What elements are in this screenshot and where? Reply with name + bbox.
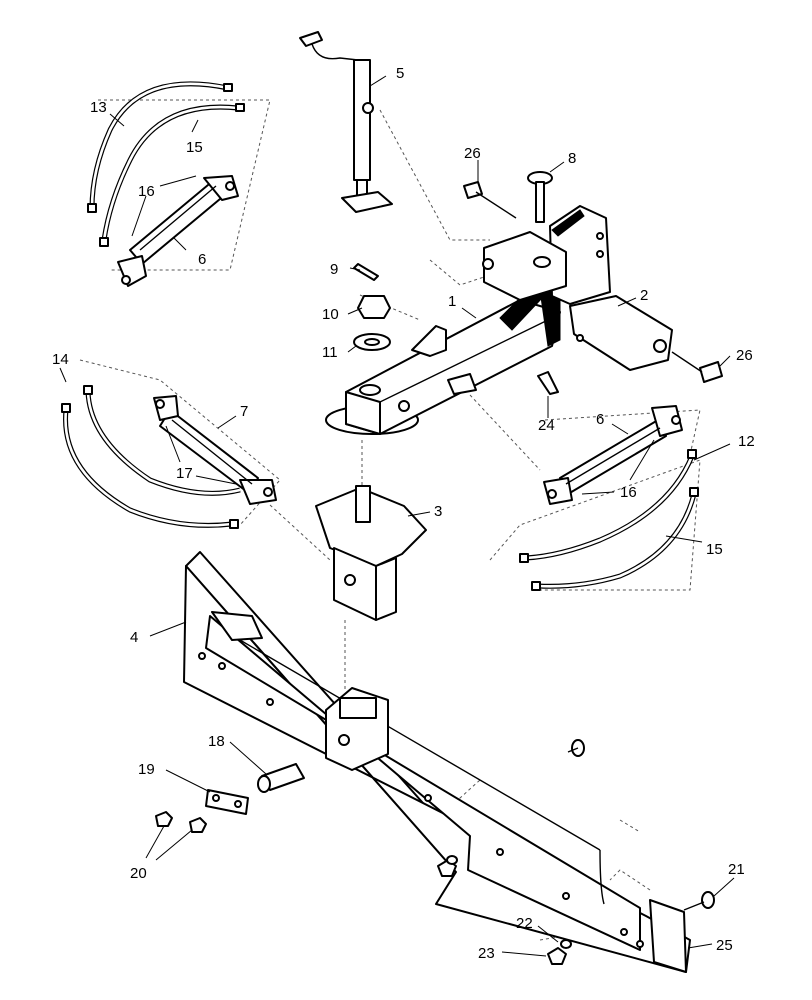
callout-1: 1 <box>448 293 456 310</box>
callout-13: 13 <box>90 99 107 116</box>
callout-19: 19 <box>138 761 155 778</box>
hitch-bracket <box>482 205 673 371</box>
leader-lines <box>59 75 735 957</box>
callout-12: 12 <box>738 433 755 450</box>
callout-23: 23 <box>478 945 495 962</box>
callout-24: 24 <box>538 417 555 434</box>
hoses-top-left <box>87 81 245 247</box>
callout-22: 22 <box>516 915 533 932</box>
callout-25: 25 <box>716 937 733 954</box>
callout-5: 5 <box>396 65 404 82</box>
callout-6-upper: 6 <box>198 251 206 268</box>
hydraulic-cylinder-left <box>153 395 277 505</box>
callout-10: 10 <box>322 306 339 323</box>
callout-20: 20 <box>130 865 147 882</box>
jack-stand <box>299 31 393 213</box>
callout-18: 18 <box>208 733 225 750</box>
callout-labels: 5 13 15 16 6 26 8 9 10 11 1 2 26 24 14 7… <box>52 65 755 962</box>
callout-2: 2 <box>640 287 648 304</box>
hoses-right <box>519 449 699 591</box>
hoses-left <box>61 385 241 529</box>
callout-9: 9 <box>330 261 338 278</box>
clip-pin <box>537 371 559 395</box>
hitch-pins <box>463 181 723 383</box>
callout-26-upper: 26 <box>464 145 481 162</box>
dozer-blade <box>183 551 691 973</box>
callout-7: 7 <box>240 403 248 420</box>
callout-6-lower: 6 <box>596 411 604 428</box>
callout-4: 4 <box>130 629 138 646</box>
callout-17: 17 <box>176 465 193 482</box>
cutting-edge-bolts <box>437 739 715 965</box>
hydraulic-cylinder-upper <box>117 175 239 287</box>
hydraulic-cylinder-lower <box>543 405 683 505</box>
callout-11: 11 <box>322 344 338 361</box>
pivot-mount <box>315 485 427 621</box>
plate-and-nuts <box>155 789 249 833</box>
callout-15-upper: 15 <box>186 139 203 156</box>
callout-21: 21 <box>728 861 745 878</box>
callout-16-lower: 16 <box>620 484 637 501</box>
callout-8: 8 <box>568 150 576 167</box>
callout-3: 3 <box>434 503 442 520</box>
pin-nut-washer <box>353 263 391 351</box>
callout-15-lower: 15 <box>706 541 723 558</box>
callout-14: 14 <box>52 351 69 368</box>
callout-26-right: 26 <box>736 347 753 364</box>
blade-pin <box>257 763 305 793</box>
callout-16-upper: 16 <box>138 183 155 200</box>
bolt <box>527 171 553 223</box>
